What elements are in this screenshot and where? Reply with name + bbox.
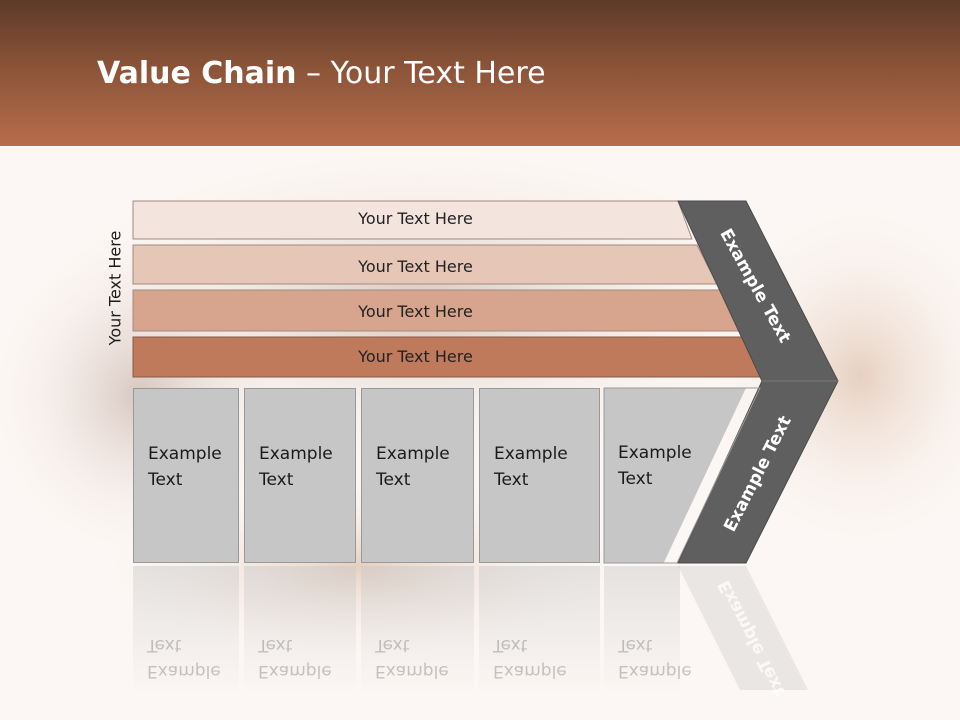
- band-4-label: Your Text Here: [358, 347, 473, 366]
- box-1-reflection-text: Example Text: [147, 635, 221, 681]
- title-bold: Value Chain: [97, 56, 297, 91]
- box-2-label: Example Text: [259, 444, 333, 490]
- slide-title: Value Chain – Your Text Here: [97, 56, 546, 91]
- band-1-shape: [132, 200, 693, 240]
- chevron-reflection: [678, 566, 808, 690]
- box-2-reflection-text: Example Text: [258, 635, 332, 681]
- box-3-reflection-text: Example Text: [375, 635, 449, 681]
- box-1-reflection: Example Text: [133, 566, 239, 696]
- box-1-label: Example Text: [148, 444, 222, 490]
- box-5-label: Example Text: [618, 443, 692, 489]
- box-4-reflection: Example Text: [479, 566, 600, 696]
- box-4-label: Example Text: [494, 444, 568, 490]
- title-rest: – Your Text Here: [296, 56, 546, 91]
- box-5-reflection-text: Example Text: [618, 635, 692, 681]
- box-1: Example Text: [133, 388, 239, 563]
- box-5-reflection: Example Text: [604, 566, 692, 696]
- band-2-label: Your Text Here: [358, 257, 473, 276]
- box-3-reflection: Example Text: [361, 566, 474, 696]
- band-1-label: Your Text Here: [358, 209, 473, 228]
- band-3-label: Your Text Here: [358, 302, 473, 321]
- box-3: Example Text: [361, 388, 474, 563]
- box-4: Example Text: [479, 388, 600, 563]
- box-3-label: Example Text: [376, 444, 450, 490]
- header-bar: [0, 0, 960, 146]
- box-2-reflection: Example Text: [244, 566, 356, 696]
- box-2: Example Text: [244, 388, 356, 563]
- box-4-reflection-text: Example Text: [493, 635, 567, 681]
